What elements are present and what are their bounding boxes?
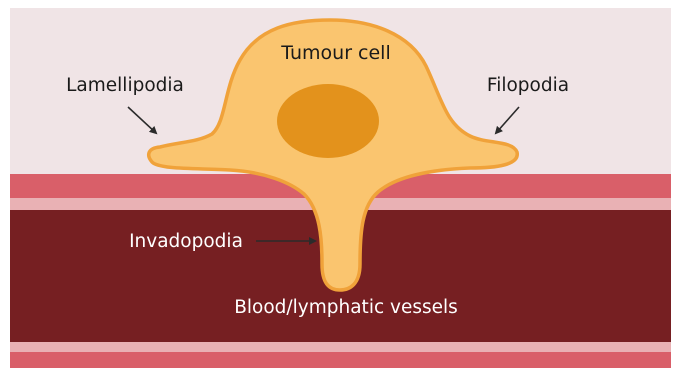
lamellipodia-label: Lamellipodia [66,75,184,96]
vessels-label: Blood/lymphatic vessels [234,297,458,318]
invadopodia-label: Invadopodia [129,231,243,252]
filopodia-label: Filopodia [487,75,569,96]
cell-nucleus [277,84,379,158]
tumour-cell-label: Tumour cell [280,42,390,64]
vessel-lower-wall [10,352,671,368]
vessel-lower-stripe [10,342,671,352]
